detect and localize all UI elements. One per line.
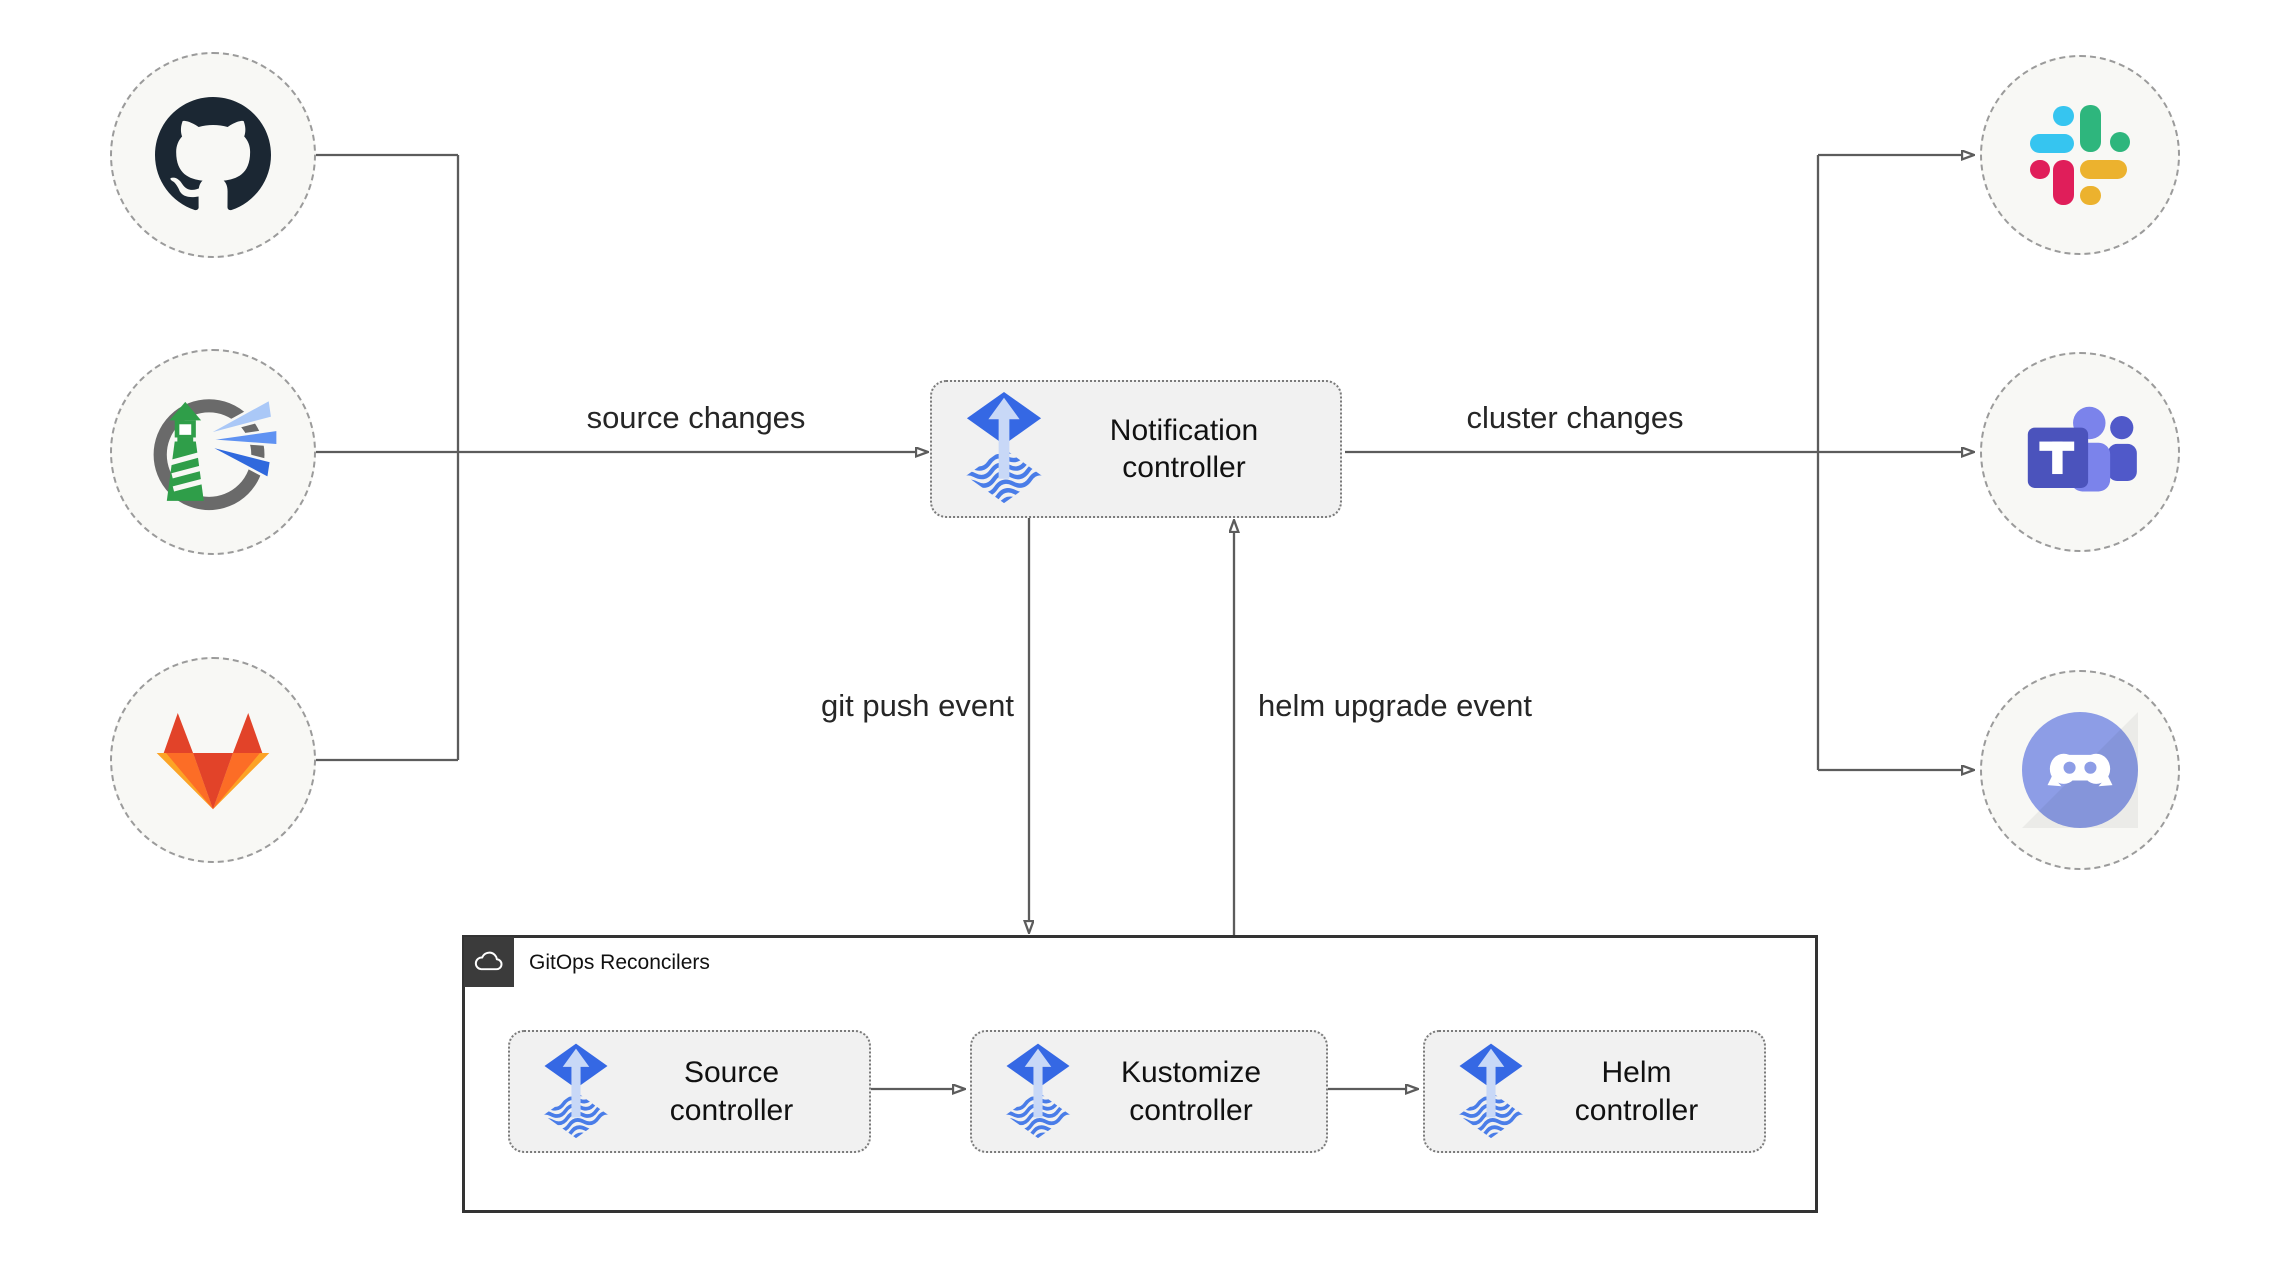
node-microsoft-teams xyxy=(1980,352,2180,552)
edge-label-source-changes: source changes xyxy=(586,400,806,435)
container-title: GitOps Reconcilers xyxy=(529,951,710,974)
flux-icon xyxy=(542,1042,610,1142)
node-discord xyxy=(1980,670,2180,870)
node-label: Helm controller xyxy=(1574,1056,1699,1127)
harbor-icon xyxy=(147,386,279,518)
flux-icon xyxy=(1004,1042,1072,1142)
cloud-icon xyxy=(464,937,514,987)
node-label: Source controller xyxy=(669,1056,794,1127)
edge-label-helm-upgrade-event: helm upgrade event xyxy=(1258,688,1533,723)
teams-icon xyxy=(2022,394,2138,510)
node-slack xyxy=(1980,55,2180,255)
node-harbor xyxy=(110,349,316,555)
node-kustomize-controller: Kustomize controller xyxy=(970,1030,1328,1153)
flux-icon xyxy=(964,390,1044,507)
node-source-controller: Source controller xyxy=(508,1030,871,1153)
gitops-reconcilers-container: GitOps Reconcilers Source controller xyxy=(462,935,1818,1213)
discord-icon xyxy=(2022,712,2138,828)
flux-icon xyxy=(1457,1042,1525,1142)
node-github xyxy=(110,52,316,258)
edge-label-cluster-changes: cluster changes xyxy=(1466,400,1684,435)
node-helm-controller: Helm controller xyxy=(1423,1030,1766,1153)
node-notification-controller: Notification controller xyxy=(930,380,1342,518)
node-gitlab xyxy=(110,657,316,863)
node-label: Notification controller xyxy=(1109,413,1259,485)
slack-icon xyxy=(2030,105,2130,205)
node-label: Kustomize controller xyxy=(1120,1056,1262,1127)
github-icon xyxy=(155,97,271,213)
gitlab-icon xyxy=(154,706,272,814)
edge-label-git-push-event: git push event xyxy=(820,688,1014,723)
